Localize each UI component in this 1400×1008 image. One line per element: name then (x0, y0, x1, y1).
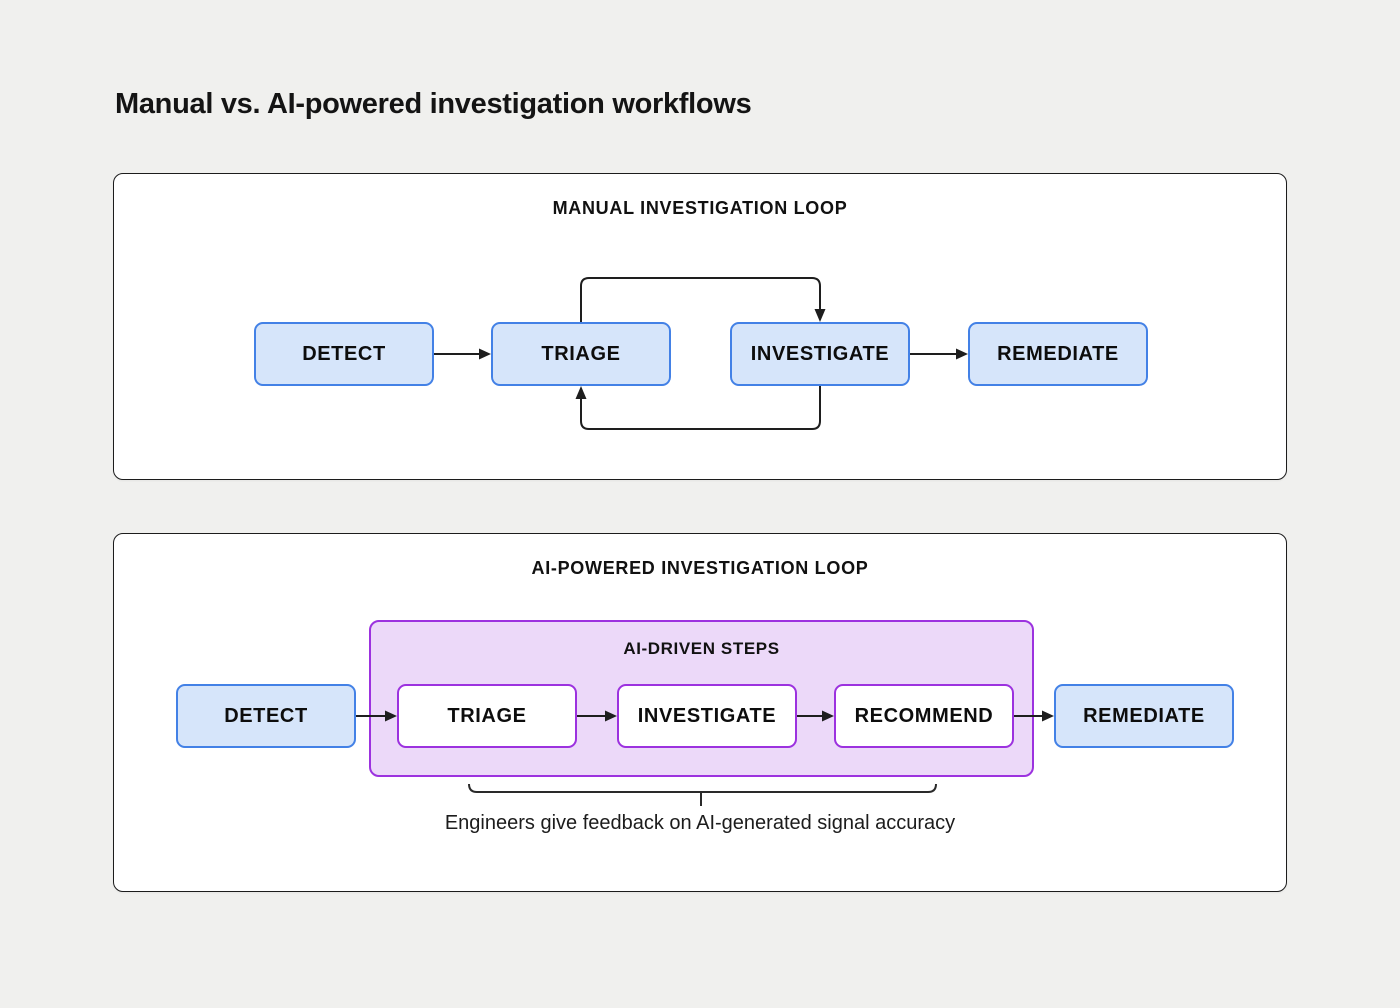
node-manual-triage: TRIAGE (491, 322, 671, 386)
node-ai-remediate: REMEDIATE (1054, 684, 1234, 748)
node-ai-investigate: INVESTIGATE (617, 684, 797, 748)
feedback-caption: Engineers give feedback on AI-generated … (444, 812, 956, 834)
ai-loop-panel: AI-POWERED INVESTIGATION LOOP AI-DRIVEN … (113, 533, 1287, 892)
manual-loop-panel: MANUAL INVESTIGATION LOOP DETECT TRIAGE … (113, 173, 1287, 480)
ai-loop-title: AI-POWERED INVESTIGATION LOOP (531, 558, 869, 578)
ai-driven-steps-label: AI-DRIVEN STEPS (623, 639, 780, 658)
node-manual-investigate: INVESTIGATE (730, 322, 910, 386)
node-ai-recommend: RECOMMEND (834, 684, 1014, 748)
node-ai-triage: TRIAGE (397, 684, 577, 748)
node-manual-remediate: REMEDIATE (968, 322, 1148, 386)
manual-loop-title: MANUAL INVESTIGATION LOOP (552, 198, 848, 218)
node-manual-detect: DETECT (254, 322, 434, 386)
feedback-brace (468, 783, 937, 806)
page-title: Manual vs. AI-powered investigation work… (115, 88, 752, 120)
node-ai-detect: DETECT (176, 684, 356, 748)
